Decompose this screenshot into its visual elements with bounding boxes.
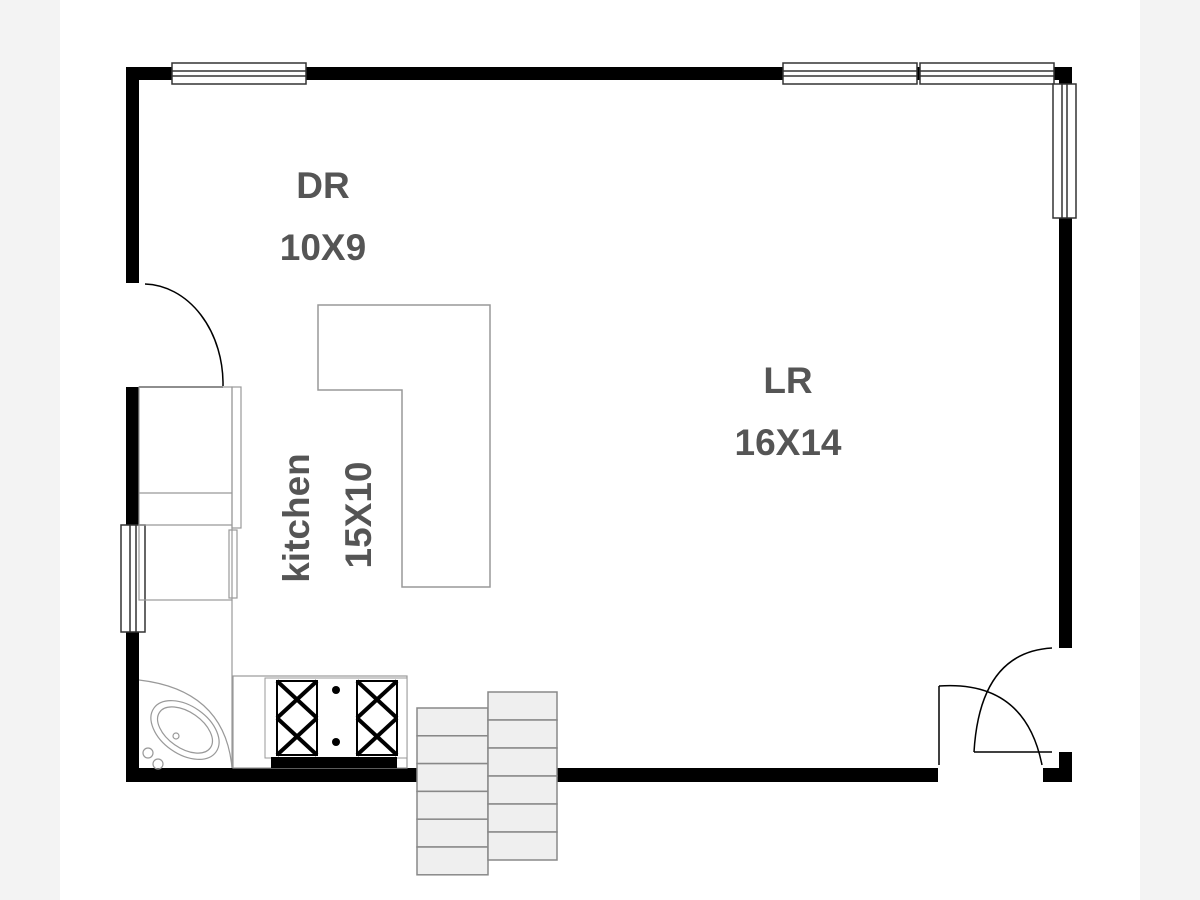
lr-label: LR [763, 360, 812, 401]
stair-tread [416, 707, 489, 737]
lr-size: 16X14 [735, 422, 842, 463]
wall-right-corner [1059, 752, 1072, 782]
sink [138, 679, 233, 770]
window-top-3 [919, 62, 1055, 85]
window-top-2 [782, 62, 918, 85]
stair-tread [487, 719, 558, 749]
kitchen-size: 15X10 [338, 462, 379, 569]
dishwasher [228, 529, 238, 599]
window-right [1052, 83, 1077, 219]
sheet [60, 0, 1140, 900]
wall-left-upper [126, 67, 139, 283]
stairs [416, 691, 558, 876]
stair-tread [416, 818, 489, 848]
window-top-1 [171, 62, 307, 85]
windows [120, 62, 1077, 633]
door-left [139, 283, 224, 388]
dr-size: 10X9 [280, 227, 366, 268]
refrigerator-door [231, 386, 242, 529]
stair-tread [487, 831, 558, 861]
kitchen-label: kitchen [276, 453, 317, 583]
stair-tread [416, 790, 489, 820]
stove [264, 677, 408, 768]
stair-tread [487, 691, 558, 721]
stair-tread [416, 846, 489, 876]
kitchen-island [317, 304, 491, 588]
stair-tread [487, 803, 558, 833]
burner [275, 679, 399, 757]
stair-tread [416, 762, 489, 793]
stair-tread [487, 747, 558, 777]
stair-tread [416, 735, 489, 765]
door-entry [938, 647, 1053, 766]
stair-tread [487, 775, 558, 805]
walls [126, 67, 1072, 782]
dr-label: DR [296, 165, 349, 206]
window-left [120, 524, 146, 633]
